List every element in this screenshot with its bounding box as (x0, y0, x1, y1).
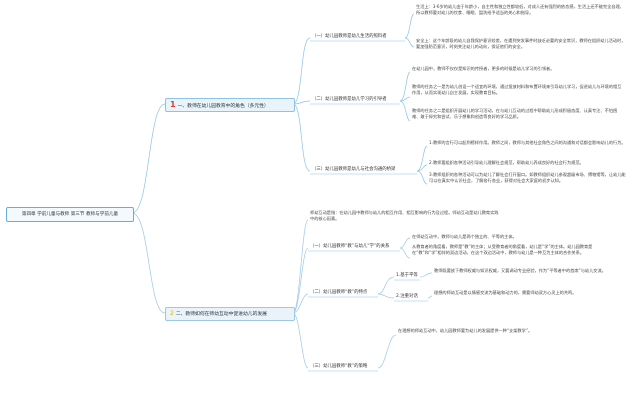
point-equality[interactable]: 1.基于平等 (396, 273, 418, 278)
subtopic-teaching-strategy[interactable]: （三）幼儿园教师“教”的策略 (310, 364, 368, 369)
branch-label: 一、教师在幼儿园教育中的角色（多元性） (177, 104, 269, 109)
point-dialogue[interactable]: 2.注重对话 (396, 294, 418, 299)
subtopic-caretaker[interactable]: （一）幼儿园教师是幼儿生活的照料者 (312, 34, 387, 39)
note-guide-2: 教师的任务之一是为幼儿创设一个适宜的环境，通过投放材料和布置环境来引导幼儿学习，… (412, 84, 622, 95)
subtopic-teaching-features[interactable]: （二）幼儿园教师“教”的特点 (310, 290, 368, 295)
root-topic[interactable]: 第四章 学前儿童与教师 第三节 教师与学前儿童 (6, 207, 134, 222)
note-dialogue: 理想的师幼互动是以情感交流为基础和动力的，需要师幼双方心灵上的共鸣。 (434, 290, 577, 295)
note-interaction-definition: 师幼互动是指：在幼儿园中教师与幼儿的相互作用、相互影响的行为及过程。师幼互动是幼… (310, 210, 499, 221)
note-bridge-3: 3.教师组织的各种活动可以为幼儿了解社会打开窗口。如教师组织幼儿参观超级市场、博… (429, 172, 626, 183)
note-bridge-1: 1.教师的言行可以起到榜样作用。教师之间，教师与其他社会角色之间的沟通和对话都会… (429, 140, 626, 145)
note-caretaker-life: 生活上：3-6岁的幼儿由于年龄小，自主性和独立性都较低，对成人还有强烈的依恋感，… (416, 4, 624, 15)
priority-number-2-icon: 2 (170, 310, 174, 317)
note-strategy: 在理想的师幼互动中，幼儿园教师要为幼儿的发展提供一种“支架教学”。 (398, 328, 533, 333)
subtopic-guide[interactable]: （二）幼儿园教师是幼儿学习的引导者 (312, 97, 387, 102)
branch-label: 二、教师如何在师幼互动中促进幼儿的发展 (175, 312, 267, 317)
priority-number-1-icon: 1 (170, 100, 176, 109)
note-relation-2: 从教育者的角度看，教师是“教”的主体；从受教育者的角度看，幼儿是“学”的主体。幼… (412, 244, 593, 255)
note-equality: 教师既要放下教师权威与知识权威，又要调动专业经验，作为“平等者中的首席”与幼儿交… (434, 268, 606, 273)
subtopic-bridge[interactable]: （三）幼儿园教师是幼儿与社会沟通的桥梁 (312, 167, 396, 172)
note-relation-1: 在师幼互动中，教师与幼儿是两个独立的、平等的主体。 (412, 234, 517, 239)
note-guide-3: 教师的任务之二是组织开展幼儿的学习活动，在与幼儿互动的过程中帮助幼儿形成积极态度… (412, 108, 618, 119)
subtopic-teach-learn-relation[interactable]: （一）幼儿园教师“教”与幼儿“学”的关系 (310, 244, 390, 249)
note-caretaker-safety: 安全上：这个年龄段的幼儿自我保护意识较差，在遇到突发事件时缺乏必要的安全常识，教… (416, 38, 626, 49)
note-guide-1: 在幼儿园中，教师不仅仅是知识的传授者，更多的时候是幼儿学习的引领者。 (412, 66, 555, 71)
note-bridge-2: 2.教师要组织各种活动引导幼儿理解社会规范，帮助幼儿养成良好的社会行为规范。 (429, 160, 584, 165)
